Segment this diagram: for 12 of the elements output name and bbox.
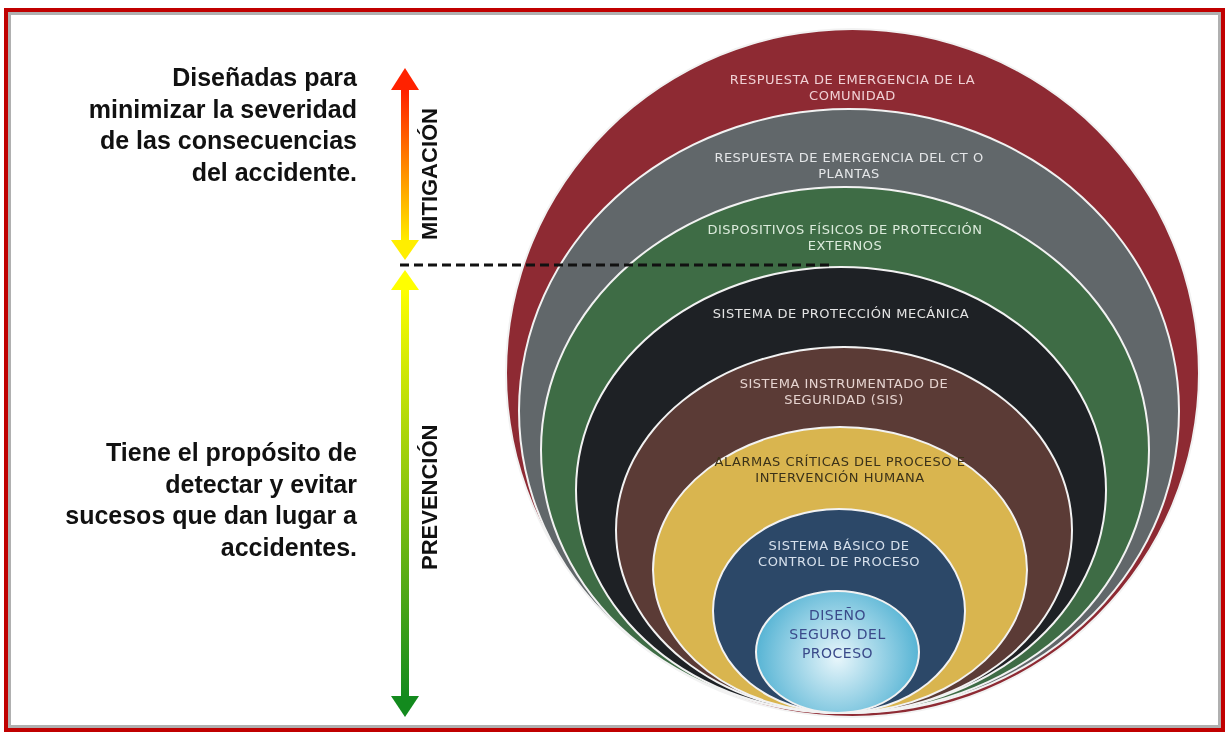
description-text: Tiene el propósito de detectar y evitar sucesos que dan lugar a accidentes. — [64, 437, 357, 563]
layer-label: ALARMAS CRÍTICAS DEL PROCESO E INTERVENCIÓN HUMANA — [713, 454, 967, 486]
layer-label: SISTEMA BÁSICO DE CONTROL DE PROCESO — [757, 538, 921, 570]
description-text: Diseñadas para minimizar la severidad de las consecuencias del accidente. — [87, 62, 357, 188]
section-label: PREVENCIÓN — [417, 424, 443, 570]
layer-label: DISEÑO SEGURO DEL PROCESO — [788, 606, 887, 663]
section-label: MITIGACIÓN — [417, 108, 443, 240]
layer-label: SISTEMA INSTRUMENTADO DE SEGURIDAD (SIS) — [738, 376, 950, 408]
layer-label: RESPUESTA DE EMERGENCIA DE LA COMUNIDAD — [728, 72, 977, 104]
layer-label: RESPUESTA DE EMERGENCIA DEL CT O PLANTAS — [713, 150, 985, 182]
layer-label: SISTEMA DE PROTECCIÓN MECÁNICA — [711, 306, 971, 322]
layer-label: DISPOSITIVOS FÍSICOS DE PROTECCIÓN EXTERNOS — [706, 222, 984, 254]
